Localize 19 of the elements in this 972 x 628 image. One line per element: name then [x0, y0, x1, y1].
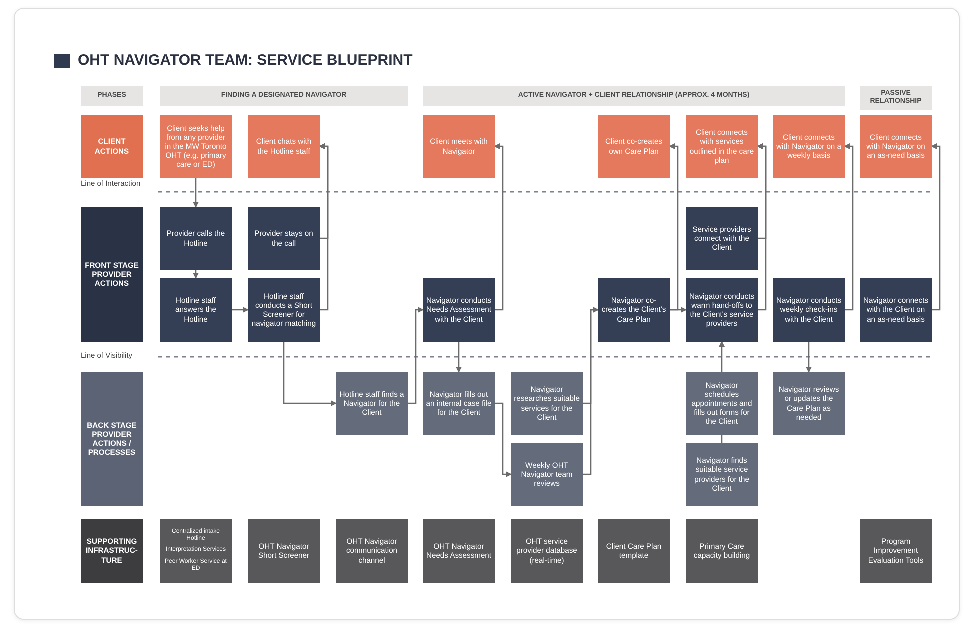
connector-arrow — [232, 307, 249, 313]
connector-arrow — [757, 144, 767, 240]
connector-arrow — [193, 178, 199, 208]
connector-arrow — [931, 144, 941, 311]
connector-arrow — [495, 402, 512, 478]
diagram-title: OHT NAVIGATOR TEAM: SERVICE BLUEPRINT — [78, 52, 413, 69]
connector-arrow — [319, 144, 329, 240]
connector-arrow — [669, 144, 679, 311]
connector-arrow — [670, 307, 687, 313]
connector-arrow — [193, 270, 199, 279]
connector-arrow — [583, 307, 599, 476]
connector-arrow — [719, 341, 725, 372]
connector-arrow — [408, 307, 424, 404]
connector-arrow — [283, 342, 337, 406]
connector-arrow — [456, 342, 462, 373]
connector-arrow — [844, 144, 854, 311]
connector-arrow — [494, 144, 504, 311]
infrastructure-box — [160, 519, 232, 583]
connector-arrow — [806, 342, 812, 373]
